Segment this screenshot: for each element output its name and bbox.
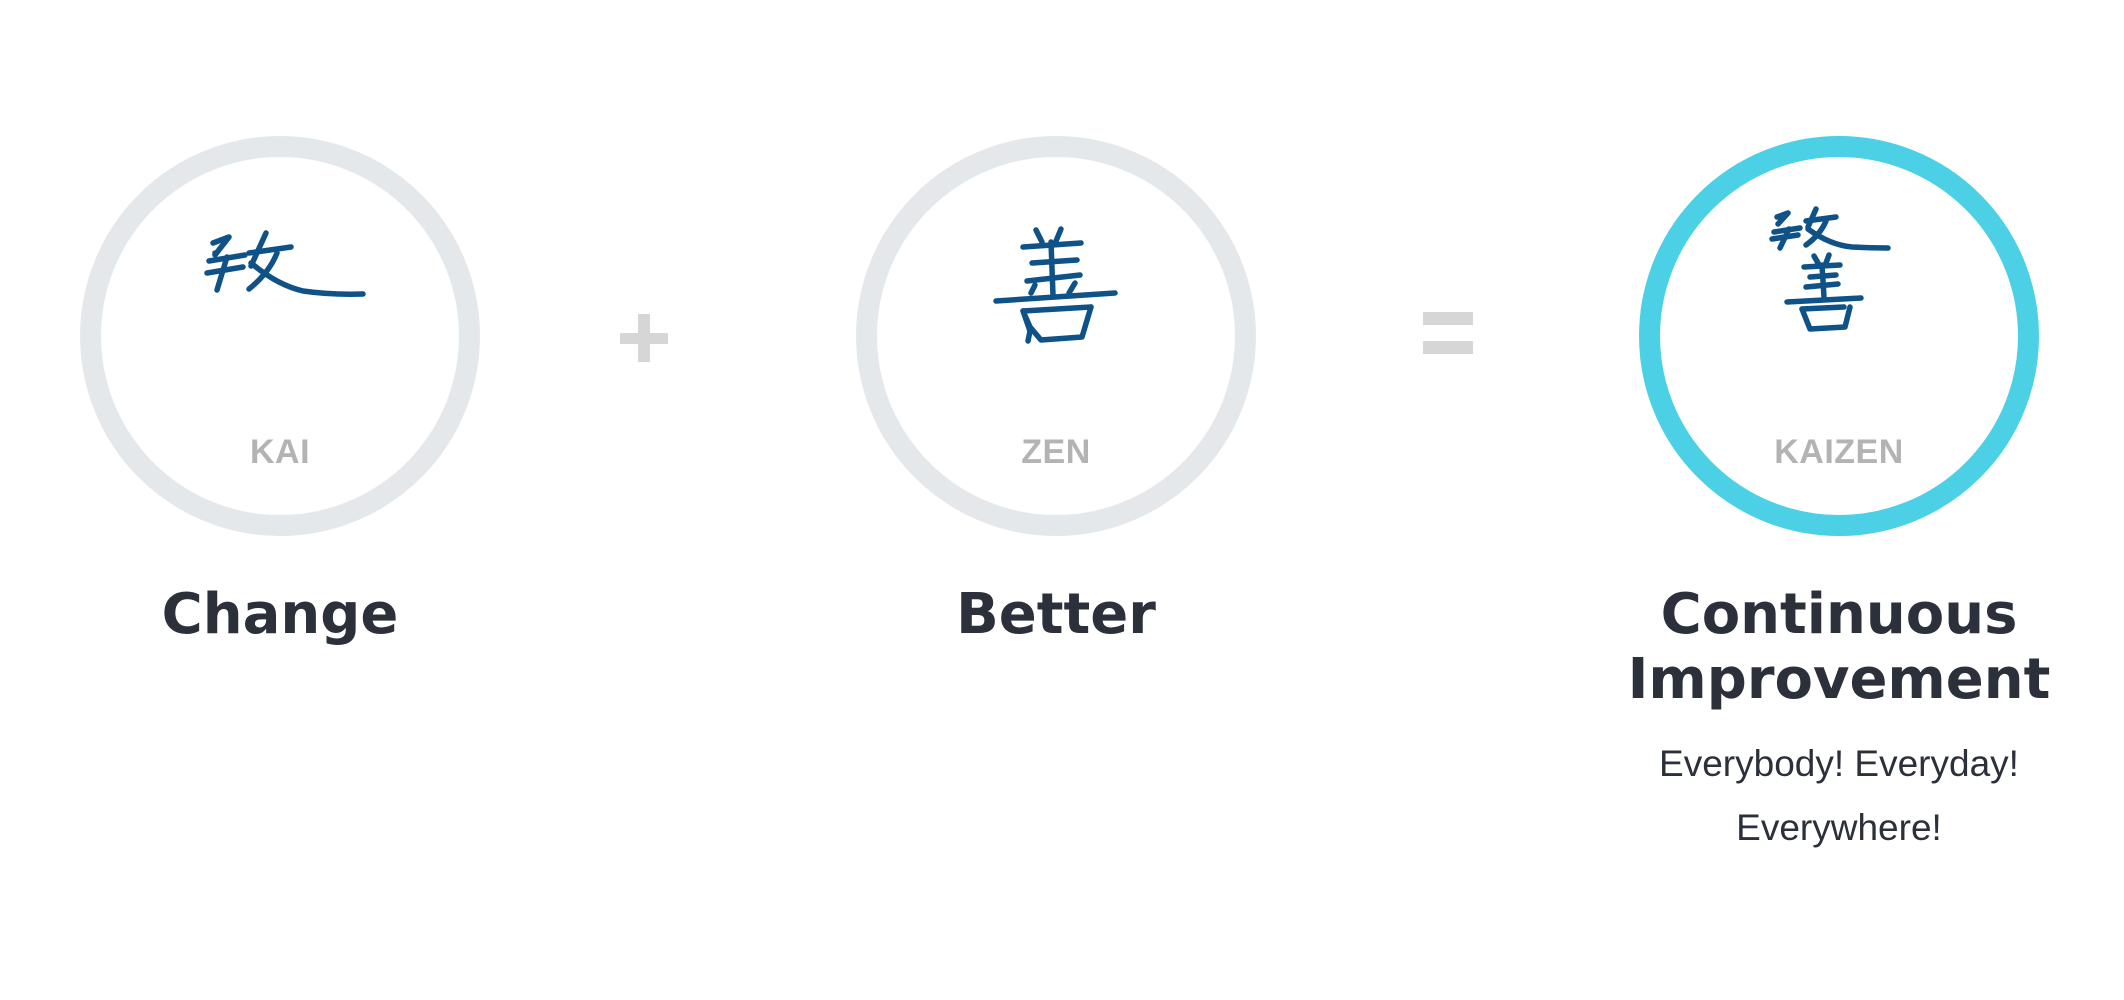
tagline-line-2: Everywhere! [1736,807,1942,848]
kaizen-label: KAIZEN [1774,433,1904,471]
kai-label: KAI [249,433,311,471]
zen-kanji-icon [993,226,1118,344]
kaizen-kanji-icon [1769,206,1891,332]
tagline-line-1: Everybody! Everyday! [1659,743,2019,784]
change-title: Change [161,582,399,647]
kai-kanji-icon [204,230,366,297]
title-line-improvement: Improvement [1627,647,2051,712]
kai-circle: KAI [80,136,480,536]
title-line-continuous: Continuous [1660,582,2018,647]
kaizen-circle: KAIZEN [1639,136,2039,536]
better-title: Better [956,582,1156,647]
zen-circle: ZEN [856,136,1256,536]
plus-icon [618,312,670,364]
kaizen-tagline: Everybody! Everyday! Everywhere! [1579,732,2099,860]
zen-label: ZEN [1021,433,1091,471]
equals-icon [1423,312,1475,364]
continuous-improvement-title: Continuous Improvement [1579,582,2099,712]
